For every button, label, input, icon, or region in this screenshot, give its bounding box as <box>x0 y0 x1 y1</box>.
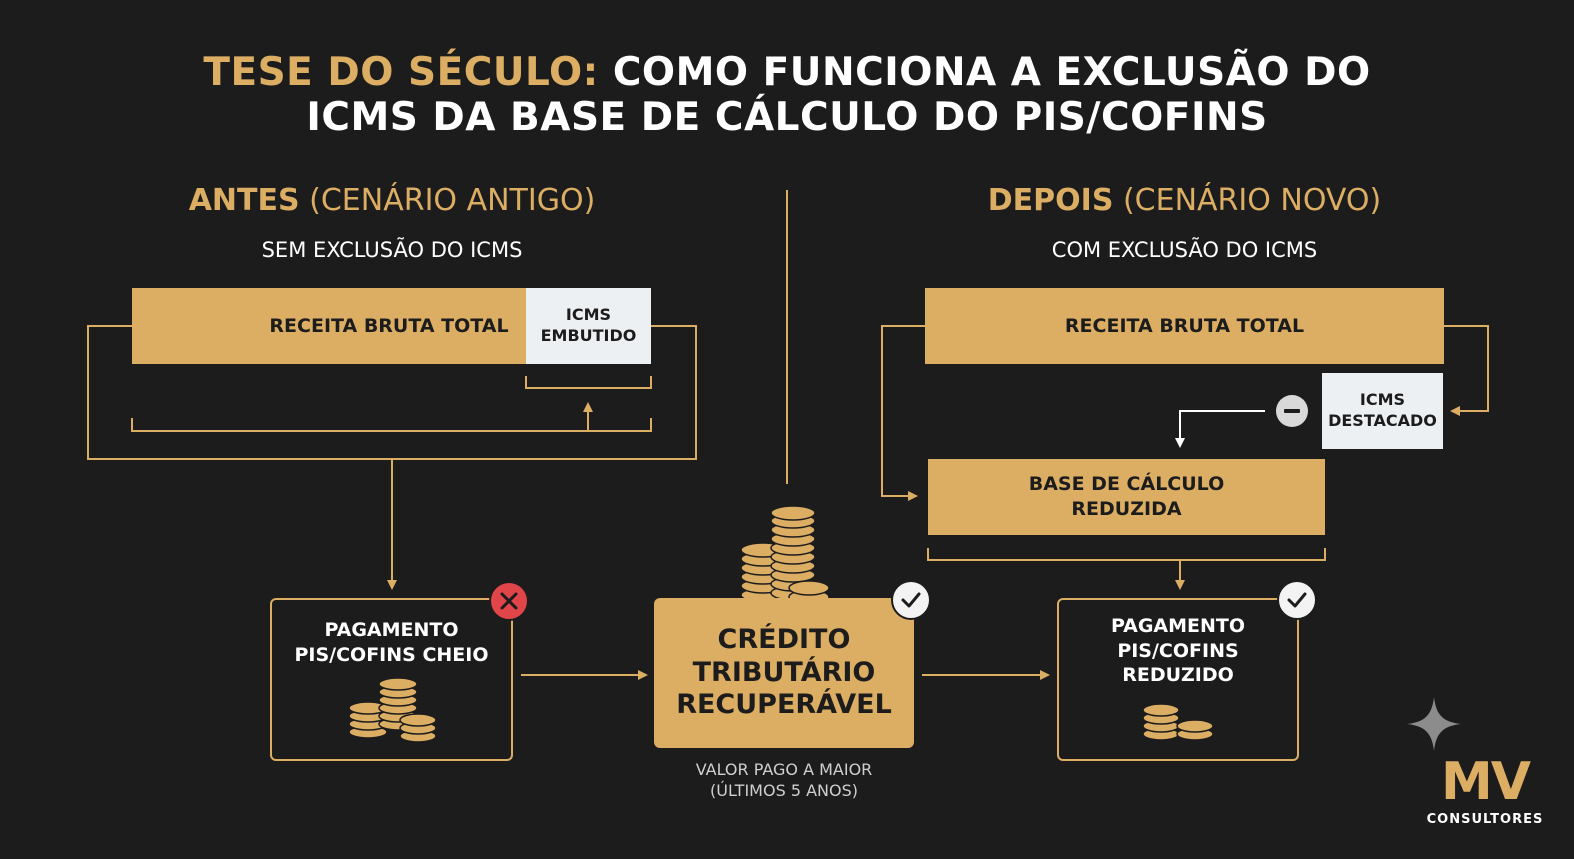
right-line-to-icms <box>1444 325 1489 416</box>
right-scenario-bold: DEPOIS <box>987 183 1114 218</box>
x-icon <box>489 581 529 621</box>
left-scenario-heading: ANTES (CENÁRIO ANTIGO) <box>132 183 652 218</box>
title-line1: COMO FUNCIONA A EXCLUSÃO DO <box>612 50 1371 95</box>
right-payment-line2: PIS/COFINS <box>1117 639 1239 662</box>
left-icms-line1: ICMS <box>565 305 612 325</box>
subtraction-arrow <box>1175 410 1265 448</box>
right-icms-box: ICMS DESTACADO <box>1322 373 1443 449</box>
right-loop-to-base <box>881 325 925 501</box>
left-loop-line <box>87 325 697 460</box>
right-scenario-heading: DEPOIS (CENÁRIO NOVO) <box>925 183 1444 218</box>
left-payment-text: PAGAMENTO PIS/COFINS CHEIO <box>272 618 511 667</box>
title-accent: TESE DO SÉCULO: <box>203 50 599 95</box>
credit-caption-line1: VALOR PAGO A MAIOR <box>695 760 873 779</box>
left-revenue-bar: RECEITA BRUTA TOTAL <box>132 288 526 364</box>
right-subtitle: COM EXCLUSÃO DO ICMS <box>1051 238 1318 262</box>
credit-box: CRÉDITO TRIBUTÁRIO RECUPERÁVEL <box>654 598 914 748</box>
left-payment-card: PAGAMENTO PIS/COFINS CHEIO <box>270 598 513 761</box>
credit-caption: VALOR PAGO A MAIOR (ÚLTIMOS 5 ANOS) <box>634 760 934 802</box>
credit-caption-line2: (ÚLTIMOS 5 ANOS) <box>710 780 858 800</box>
left-payment-line1: PAGAMENTO <box>324 619 459 641</box>
left-bracket <box>131 418 652 432</box>
left-scenario-bold: ANTES <box>188 183 300 218</box>
right-icms-line1: ICMS <box>1359 390 1406 410</box>
coins-stack-large-icon <box>348 677 437 743</box>
credit-line3: RECUPERÁVEL <box>676 689 892 721</box>
left-subtitle: SEM EXCLUSÃO DO ICMS <box>261 238 523 262</box>
logo-name: CONSULTORES <box>1426 812 1544 827</box>
minus-icon <box>1276 395 1308 427</box>
credit-line1: CRÉDITO <box>717 624 851 656</box>
left-revenue-label: RECEITA BRUTA TOTAL <box>269 314 509 337</box>
logo: MV CONSULTORES <box>1420 752 1550 827</box>
left-icms-line2: EMBUTIDO <box>540 326 637 345</box>
sparkle-icon <box>1407 697 1461 751</box>
credit-line2: TRIBUTÁRIO <box>692 656 876 688</box>
left-scenario-rest: (CENÁRIO ANTIGO) <box>309 183 596 218</box>
page-title-line2: ICMS DA BASE DE CÁLCULO DO PIS/COFINS <box>306 95 1268 140</box>
coins-stack-small-icon <box>1142 703 1214 741</box>
left-icms-bracket <box>525 376 652 389</box>
left-icms-box: ICMS EMBUTIDO <box>526 288 651 364</box>
credit-check-icon <box>891 580 931 620</box>
logo-mark: MV <box>1441 752 1531 812</box>
right-payment-line3: REDUZIDO <box>1122 664 1234 687</box>
right-payment-text: PAGAMENTO PIS/COFINS REDUZIDO <box>1059 614 1297 688</box>
right-scenario-rest: (CENÁRIO NOVO) <box>1122 183 1382 218</box>
left-payment-line2: PIS/COFINS CHEIO <box>294 643 489 666</box>
page-title: TESE DO SÉCULO: COMO FUNCIONA A EXCLUSÃO… <box>0 50 1574 95</box>
reduced-base-line1: BASE DE CÁLCULO <box>1028 473 1225 496</box>
right-payment-line1: PAGAMENTO <box>1110 615 1246 637</box>
reduced-base-bar: BASE DE CÁLCULO REDUZIDA <box>928 459 1325 535</box>
reduced-base-line2: REDUZIDA <box>1071 498 1182 520</box>
right-icms-line2: DESTACADO <box>1328 411 1437 430</box>
right-bracket <box>927 548 1326 561</box>
right-payment-card: PAGAMENTO PIS/COFINS REDUZIDO <box>1057 598 1299 761</box>
right-revenue-label: RECEITA BRUTA TOTAL <box>1064 314 1305 337</box>
right-revenue-bar: RECEITA BRUTA TOTAL <box>925 288 1444 364</box>
check-icon <box>1277 580 1317 620</box>
